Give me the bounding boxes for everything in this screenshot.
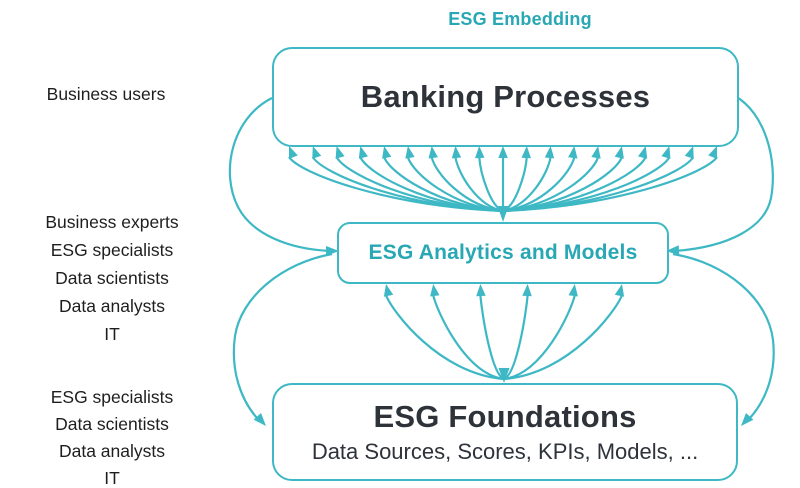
actor-label-analytics-level: Business experts ESG specialists Data sc… <box>22 208 202 348</box>
arrowhead <box>312 146 322 159</box>
side-arc-analytics-foundations-left <box>232 252 333 426</box>
arrowhead <box>522 284 532 297</box>
arrowhead <box>666 245 680 256</box>
arrowhead <box>405 146 415 159</box>
fan-arrow-line <box>430 156 504 213</box>
arrowhead <box>335 146 345 159</box>
arrowhead <box>544 146 555 159</box>
actor-label-foundations-level: ESG specialists Data scientists Data ana… <box>22 384 202 488</box>
convergence-down-arrowhead <box>498 368 510 383</box>
esg-foundations-subtitle: Data Sources, Scores, KPIs, Models, ... <box>311 439 699 464</box>
arrowhead <box>498 146 508 158</box>
side-arc-analytics-foundations-right <box>672 252 775 426</box>
arrowhead <box>521 146 531 159</box>
arrowhead <box>591 146 601 159</box>
arrowhead <box>568 146 578 159</box>
convergence-down-arrowhead <box>497 206 509 222</box>
arrowhead <box>451 146 462 159</box>
fan-arrow-line <box>432 294 505 381</box>
fan-arrow-line <box>478 156 504 213</box>
diagram-title: ESG Embedding <box>448 9 592 29</box>
esg-analytics-title: ESG Analytics and Models <box>368 241 638 264</box>
arrowhead <box>358 146 368 159</box>
arrowhead <box>428 146 438 159</box>
fan-arrow-line <box>503 294 624 381</box>
side-arc-banking-analytics-right <box>666 95 774 256</box>
arrowhead <box>382 146 392 159</box>
fan-arrow-line <box>503 294 576 381</box>
fan-arrow-line <box>384 294 505 381</box>
side-arc-line <box>672 252 775 420</box>
actor-line: Business experts <box>45 212 179 232</box>
arrowhead <box>253 413 266 426</box>
arrowhead <box>661 146 671 159</box>
side-arc-line <box>228 97 331 253</box>
fan-arrow-line <box>479 294 505 381</box>
arrowhead <box>638 146 648 159</box>
actor-line: Data analysts <box>58 296 166 316</box>
banking-processes-title: Banking Processes <box>360 79 651 114</box>
arrowhead <box>708 146 717 159</box>
arrowhead <box>476 284 486 297</box>
fan-middle-arrows <box>383 284 625 383</box>
arrowhead <box>383 284 394 297</box>
actor-line: Data scientists <box>55 414 169 434</box>
arrowhead <box>475 146 485 159</box>
banking-processes-box: Banking Processes <box>272 47 739 147</box>
actor-line: IT <box>104 468 120 488</box>
actor-line: ESG specialists <box>50 240 174 260</box>
fan-arrow-line <box>454 156 504 213</box>
arrowhead <box>614 284 625 297</box>
actor-line: Business users <box>46 84 166 104</box>
arrowhead <box>430 284 440 297</box>
actor-label-business-users: Business users <box>16 81 196 107</box>
arrowhead <box>614 146 624 159</box>
arrowhead <box>741 413 754 426</box>
fan-top-arrows <box>288 146 718 222</box>
arrowhead <box>289 146 298 159</box>
actor-line: IT <box>104 324 120 344</box>
fan-arrow-line <box>502 156 718 213</box>
arrowhead <box>684 146 694 159</box>
fan-arrow-line <box>503 294 529 381</box>
actor-line: Data scientists <box>55 268 169 288</box>
side-arc-line <box>232 252 333 419</box>
esg-foundations-box: ESG Foundations Data Sources, Scores, KP… <box>272 383 738 481</box>
arrowhead <box>568 284 578 297</box>
fan-arrow-line <box>502 156 528 213</box>
actor-line: Data analysts <box>58 441 166 461</box>
esg-foundations-title: ESG Foundations <box>373 399 637 434</box>
actor-line: ESG specialists <box>50 387 174 407</box>
side-arc-line <box>674 95 774 253</box>
esg-analytics-box: ESG Analytics and Models <box>337 222 669 284</box>
